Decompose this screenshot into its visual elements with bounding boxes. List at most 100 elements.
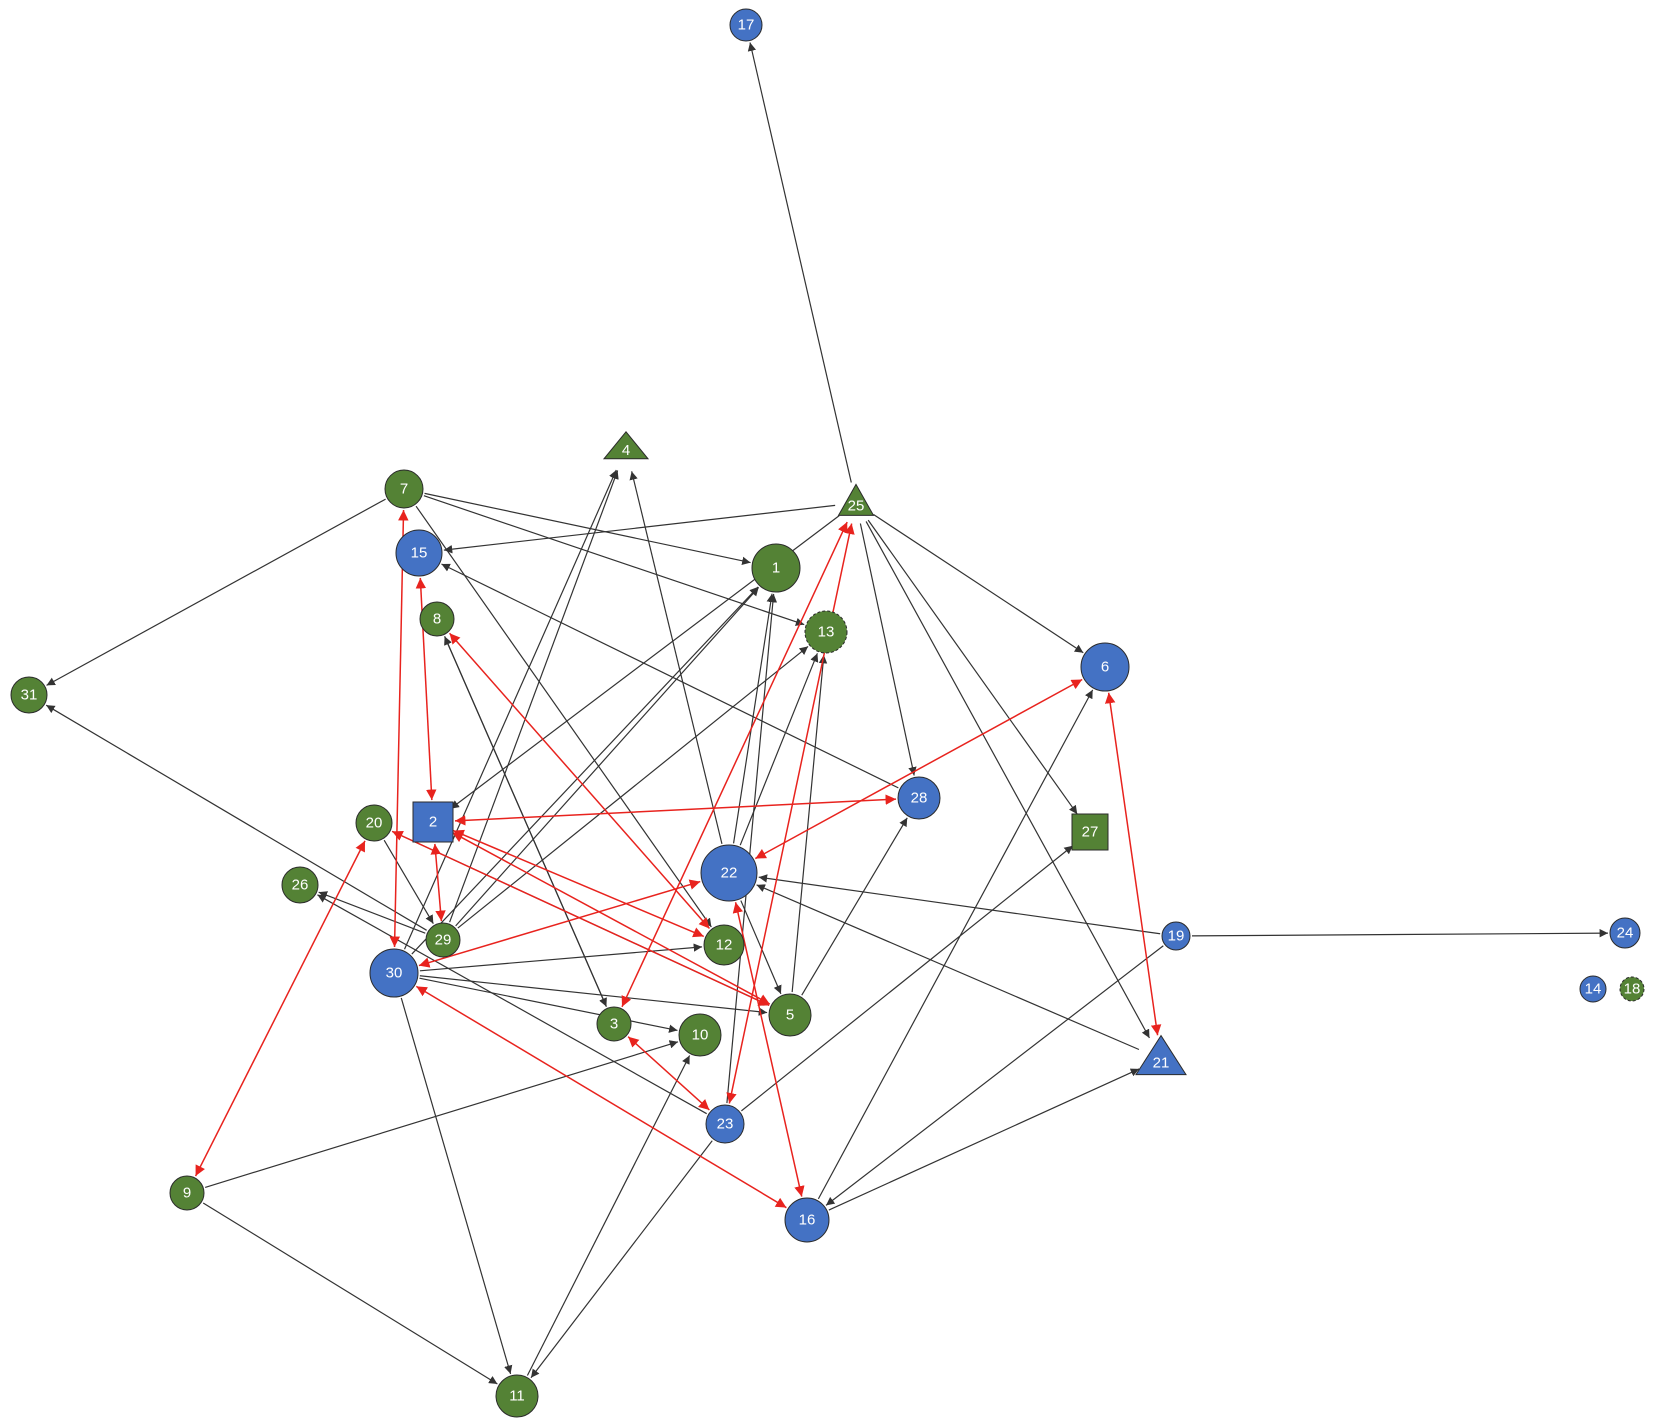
node-19-shape (1161, 921, 1191, 951)
node-19[interactable]: 19 (1161, 921, 1191, 951)
node-22-shape (700, 844, 758, 902)
edge-23-27 (741, 845, 1074, 1112)
node-9-label: 9 (183, 1185, 191, 1202)
edge-21-22 (756, 884, 1140, 1051)
node-2-shape (412, 801, 454, 843)
node-24-shape (1609, 917, 1641, 949)
node-13-label: 13 (818, 624, 835, 641)
node-2-label: 2 (429, 814, 437, 831)
node-27[interactable]: 27 (1071, 813, 1109, 851)
node-21[interactable]: 21 (1135, 1034, 1187, 1076)
node-11-label: 11 (509, 1388, 525, 1405)
edge-16-6 (817, 689, 1094, 1200)
node-16[interactable]: 16 (784, 1197, 830, 1243)
edge-30-10 (419, 977, 678, 1033)
node-24-label: 24 (1617, 925, 1634, 942)
node-29[interactable]: 29 (425, 922, 461, 958)
edge-25-28 (859, 523, 917, 776)
node-31[interactable]: 31 (10, 676, 48, 714)
node-17-label: 17 (738, 17, 755, 34)
edge-23-11 (530, 1140, 713, 1379)
node-2[interactable]: 2 (412, 801, 454, 843)
node-25-shape (837, 483, 875, 516)
edge-29-4 (449, 470, 619, 923)
node-7-shape (384, 469, 424, 509)
edge-25-15 (443, 504, 836, 554)
edge-20-29 (383, 839, 434, 924)
node-12[interactable]: 12 (703, 924, 745, 966)
edge-20-9 (194, 840, 366, 1177)
edge-25-27 (867, 519, 1078, 815)
node-4-shape (602, 431, 650, 460)
edge-30-22 (418, 879, 701, 968)
node-23-label: 23 (717, 1116, 734, 1133)
edge-28-15 (441, 563, 899, 789)
node-19-label: 19 (1168, 928, 1185, 945)
node-11[interactable]: 11 (495, 1374, 539, 1418)
edge-7-12 (415, 505, 712, 928)
node-28[interactable]: 28 (897, 776, 941, 820)
node-16-label: 16 (799, 1212, 816, 1229)
node-1[interactable]: 1 (751, 543, 801, 593)
node-18[interactable]: 18 (1619, 976, 1645, 1002)
node-20-label: 20 (366, 815, 383, 832)
node-1-label: 1 (772, 560, 780, 577)
node-10-label: 10 (692, 1027, 709, 1044)
node-18-shape (1619, 976, 1645, 1002)
node-22[interactable]: 22 (700, 844, 758, 902)
node-6[interactable]: 6 (1080, 642, 1130, 692)
node-7-label: 7 (400, 481, 408, 498)
edge-7-30 (389, 509, 409, 948)
node-10[interactable]: 10 (678, 1013, 722, 1057)
edge-20-5 (391, 830, 770, 1007)
node-26-shape (281, 866, 319, 904)
edge-16-21 (828, 1068, 1140, 1211)
edge-19-22 (758, 874, 1161, 935)
edge-30-1 (411, 586, 759, 955)
node-21-shape (1135, 1034, 1187, 1076)
edge-19-16 (825, 945, 1164, 1206)
node-28-shape (897, 776, 941, 820)
edge-3-23 (627, 1036, 710, 1111)
node-1-shape (751, 543, 801, 593)
edge-22-6 (754, 678, 1083, 860)
node-9[interactable]: 9 (169, 1175, 205, 1211)
node-30[interactable]: 30 (369, 948, 419, 998)
node-14-label: 14 (1585, 981, 1602, 998)
node-17[interactable]: 17 (729, 8, 763, 42)
node-7[interactable]: 7 (384, 469, 424, 509)
edge-25-6 (873, 514, 1084, 654)
node-9-shape (169, 1175, 205, 1211)
edge-23-26 (317, 894, 707, 1115)
node-23-shape (705, 1104, 745, 1144)
edge-9-10 (204, 1040, 679, 1188)
node-10-shape (678, 1013, 722, 1057)
node-31-shape (10, 676, 48, 714)
node-24[interactable]: 24 (1609, 917, 1641, 949)
node-15[interactable]: 15 (395, 529, 443, 577)
node-13[interactable]: 13 (804, 610, 848, 654)
edge-layer (45, 42, 1609, 1385)
node-8[interactable]: 8 (419, 601, 455, 637)
node-4[interactable]: 4 (602, 431, 650, 460)
node-26[interactable]: 26 (281, 866, 319, 904)
node-28-label: 28 (911, 790, 928, 807)
edge-30-12 (419, 943, 703, 972)
node-20[interactable]: 20 (355, 804, 393, 842)
edge-22-16 (732, 902, 805, 1197)
node-3[interactable]: 3 (596, 1006, 632, 1042)
edge-6-21 (1104, 692, 1162, 1036)
node-6-label: 6 (1101, 659, 1109, 676)
node-5[interactable]: 5 (768, 993, 812, 1037)
node-23[interactable]: 23 (705, 1104, 745, 1144)
node-14[interactable]: 14 (1579, 975, 1607, 1003)
node-14-shape (1579, 975, 1607, 1003)
edge-30-11 (400, 997, 513, 1375)
node-31-label: 31 (21, 687, 38, 704)
node-25[interactable]: 25 (837, 483, 875, 516)
node-27-shape (1071, 813, 1109, 851)
node-layer: 1234567891011121314151617181920212223242… (10, 8, 1645, 1418)
node-11-shape (495, 1374, 539, 1418)
